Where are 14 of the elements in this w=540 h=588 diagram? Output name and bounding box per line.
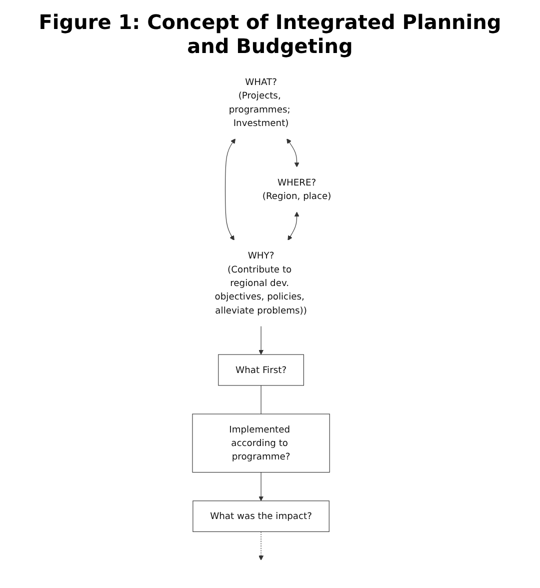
arrow	[258, 531, 264, 561]
node-text: WHAT? (Projects, programmes; Investment)	[228, 76, 290, 128]
node-text: WHY? (Contribute to regional dev. objectives, policies, alleviate problems))	[214, 250, 306, 316]
arrow	[258, 472, 264, 502]
arrow	[287, 212, 299, 241]
arrow	[224, 138, 236, 241]
node-box: What was the impact?	[192, 500, 329, 532]
node-box: What First?	[218, 354, 304, 386]
figure-title: Figure 1: Concept of Integrated Planning and Budgeting	[38, 10, 502, 58]
connector	[260, 385, 261, 414]
arrow	[258, 326, 264, 355]
node-box: Implemented according to programme?	[192, 414, 330, 473]
node-text: WHERE? (Region, place)	[262, 176, 331, 202]
arrow	[286, 138, 299, 168]
